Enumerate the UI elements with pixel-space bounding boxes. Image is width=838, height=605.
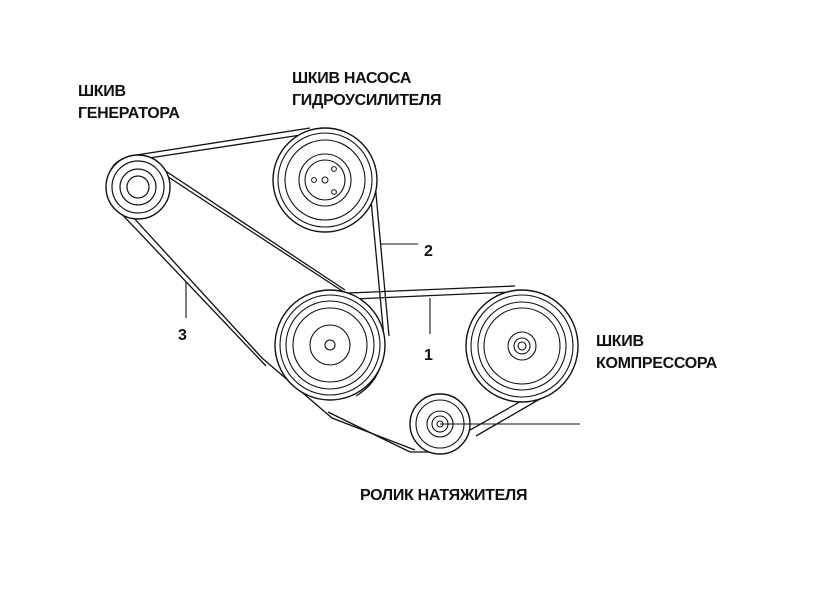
compressor-label-line-1: ШКИВ bbox=[596, 333, 644, 350]
leader-lines bbox=[185, 243, 580, 425]
pump-pulley bbox=[272, 127, 378, 233]
callout-belt-3: 3 bbox=[178, 327, 187, 344]
compressor-pulley bbox=[465, 289, 579, 403]
pump-label-line-1: ШКИВ НАСОСА bbox=[292, 70, 412, 87]
compressor-label-line-2: КОМПРЕССОРА bbox=[596, 355, 718, 372]
generator-label-line-2: ГЕНЕРАТОРА bbox=[78, 105, 180, 122]
generator-pulley bbox=[105, 154, 171, 220]
tensioner-label: РОЛИК НАТЯЖИТЕЛЯ bbox=[360, 487, 527, 504]
callout-belt-1: 1 bbox=[424, 347, 433, 364]
callout-belt-2: 2 bbox=[424, 243, 433, 260]
crankshaft-pulley bbox=[274, 289, 386, 401]
generator-label-line-1: ШКИВ bbox=[78, 83, 126, 100]
pump-label-line-2: ГИДРОУСИЛИТЕЛЯ bbox=[292, 92, 441, 109]
